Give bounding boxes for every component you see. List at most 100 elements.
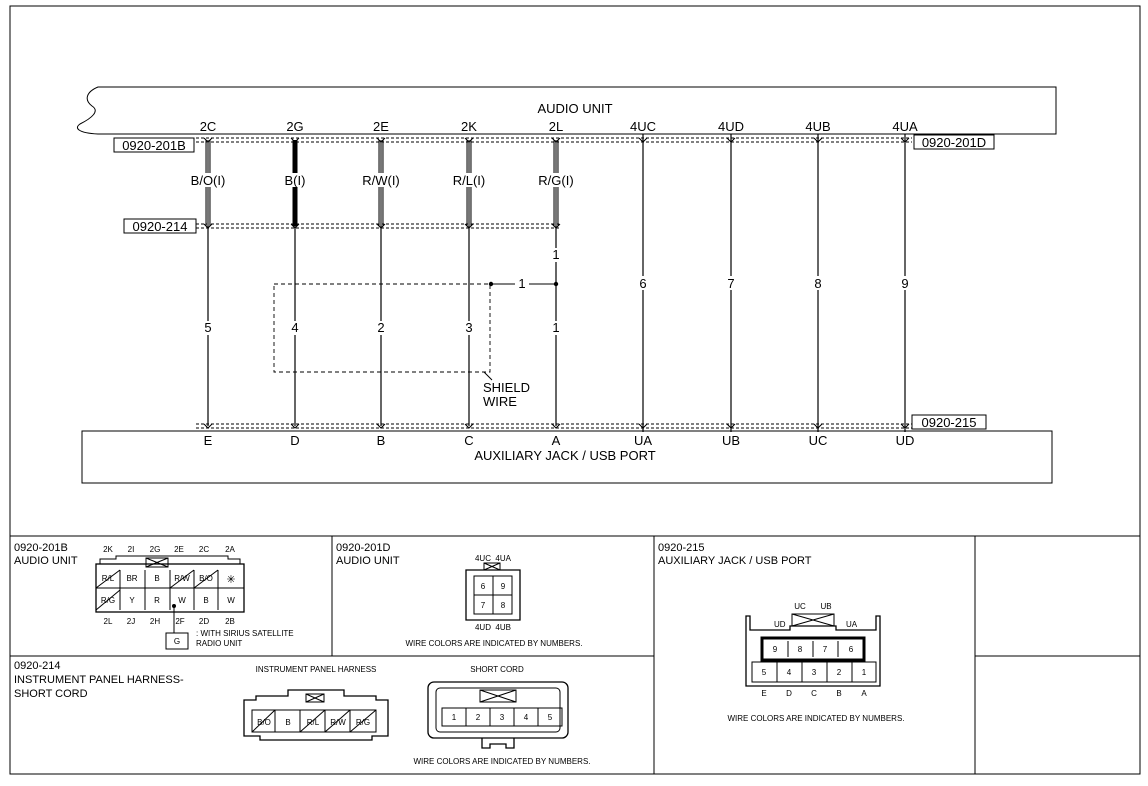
connector-mark [638,423,648,429]
svg-text:R/W: R/W [174,574,190,583]
wire-number: 5 [204,320,211,335]
panel-code: 0920-201B [14,542,68,554]
svg-text:R/L: R/L [102,574,115,583]
connector-mark [551,423,561,429]
shield-label: SHIELD [483,380,530,395]
svg-text:9: 9 [773,645,778,654]
connector-mark [376,423,386,429]
panel-201b: 0920-201B AUDIO UNIT 2K 2I 2G 2E 2C 2A R… [14,542,294,650]
connector-tag-201b: 0920-201B [113,137,195,153]
connector-mark [813,423,823,429]
connector-mark [376,223,386,229]
wire-color-label: R/G(I) [538,173,573,188]
wire-number: 6 [639,276,646,291]
svg-text:B: B [285,718,290,727]
svg-text:0920-215: 0920-215 [922,415,977,430]
connector-tag-201d: 0920-201D [913,134,995,150]
svg-text:3: 3 [500,713,505,722]
aux-pin-label: UB [722,433,740,448]
connector-mark [900,137,910,143]
subpanel-title: SHORT CORD [470,665,524,674]
wire-numbers: 5 4 2 3 1 6 7 8 9 [201,276,912,335]
aux-pin-label: C [464,433,473,448]
svg-text:0920-214: 0920-214 [133,219,188,234]
svg-text:B/O: B/O [257,718,271,727]
audio-pin-label: 2C [200,119,217,134]
aux-pin-label: UC [809,433,828,448]
svg-text:A: A [861,689,867,698]
svg-text:R/W: R/W [330,718,346,727]
aux-pin-label: D [290,433,299,448]
branch-label: 1 [518,276,525,291]
svg-text:6: 6 [481,582,486,591]
panel-215: 0920-215 AUXILIARY JACK / USB PORT UC UB… [658,542,905,723]
wire-number: 9 [901,276,908,291]
svg-text:1: 1 [862,668,867,677]
audio-pin-label: 4UA [892,119,918,134]
svg-text:UD: UD [774,620,786,629]
svg-text:C: C [811,689,817,698]
svg-text:B: B [836,689,841,698]
audio-unit-box: AUDIO UNIT [76,86,1057,135]
audio-pin-label: 4UD [718,119,744,134]
panel-code: 0920-215 [658,542,705,554]
subpanel-title: INSTRUMENT PANEL HARNESS [256,665,377,674]
svg-text:2H: 2H [150,617,160,626]
connector-mark [290,137,300,143]
wire-color-labels: B/O(I) B(I) R/W(I) R/L(I) R/G(I) [182,173,579,188]
panel-note: WIRE COLORS ARE INDICATED BY NUMBERS. [727,714,904,723]
panel-code: 0920-201D [336,542,390,554]
svg-text:Y: Y [129,596,135,605]
shield-label: WIRE [483,394,517,409]
svg-text:✳: ✳ [226,574,235,586]
svg-text:4: 4 [524,713,529,722]
svg-text:2: 2 [837,668,842,677]
aux-pin-label: UA [634,433,652,448]
wire-number: 7 [727,276,734,291]
svg-text:BR: BR [126,574,137,583]
connector-mark [203,423,213,429]
audio-pin-label: 2E [373,119,389,134]
connector-mark [464,423,474,429]
panel-note: WIRE COLORS ARE INDICATED BY NUMBERS. [413,757,590,766]
wire-number: 2 [377,320,384,335]
svg-text:4UD 4UB: 4UD 4UB [475,623,511,632]
svg-text:UB: UB [820,602,831,611]
connector-cell-divider [95,569,219,611]
legend-mark: G [174,637,180,646]
audio-pin-label: 2L [549,119,563,134]
connector-frames [196,137,912,429]
connector-mark [551,223,561,229]
svg-text:2J: 2J [127,617,135,626]
svg-text:7: 7 [823,645,828,654]
legend-text: : WITH SIRIUS SATELLITE [196,629,294,638]
panel-title: AUDIO UNIT [14,555,78,567]
connector-mark [900,423,910,429]
svg-text:B/O: B/O [199,574,213,583]
panel-title: AUDIO UNIT [336,555,400,567]
aux-pin-label: E [204,433,213,448]
wire-color-label: R/L(I) [453,173,486,188]
svg-text:5: 5 [548,713,553,722]
svg-text:E: E [761,689,766,698]
aux-pin-label: B [377,433,386,448]
svg-text:B: B [203,596,208,605]
connector-mark [203,137,213,143]
wire-color-label: B/O(I) [191,173,226,188]
svg-text:8: 8 [501,601,506,610]
wire-number: 3 [465,320,472,335]
svg-text:UA: UA [846,620,858,629]
panel-code: 0920-214 [14,660,61,672]
connector-mark [638,137,648,143]
svg-text:R/G: R/G [356,718,370,727]
svg-text:1: 1 [452,713,457,722]
svg-text:0920-201D: 0920-201D [922,135,986,150]
panel-title: AUXILIARY JACK / USB PORT [658,555,812,567]
audio-pin-label: 2G [286,119,303,134]
svg-text:7: 7 [481,601,486,610]
aux-pin-label: A [552,433,561,448]
svg-text:2K: 2K [103,545,113,554]
wire-color-label: B(I) [285,173,306,188]
panel-title: INSTRUMENT PANEL HARNESS- [14,674,184,686]
